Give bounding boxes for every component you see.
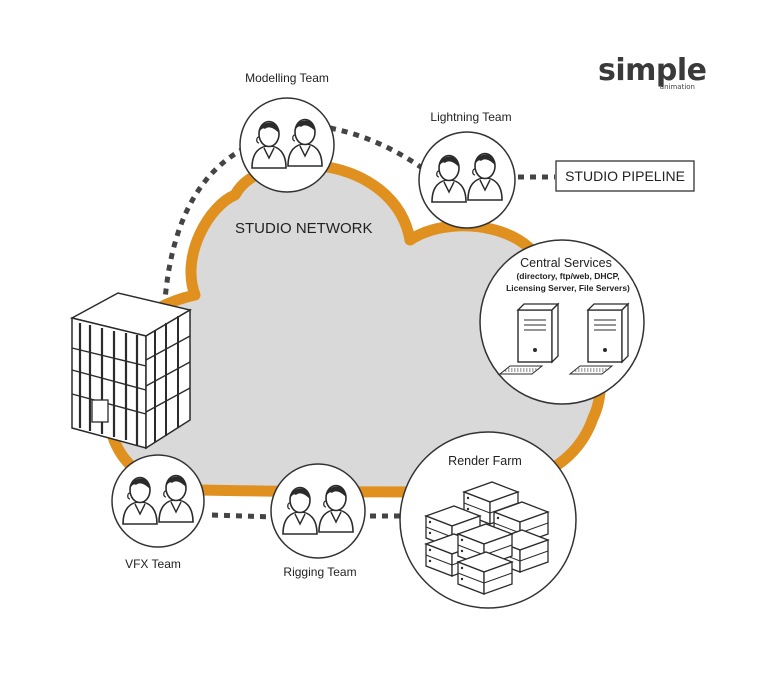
simple-animation-logo: simple animation (598, 53, 707, 91)
lightning-team-node (418, 131, 516, 229)
modelling-team-node (239, 97, 335, 193)
vfx-team-node (111, 454, 205, 548)
central-services-detail-line1: (directory, ftp/web, DHCP, (516, 271, 619, 281)
logo-wordmark: simple (598, 53, 707, 88)
lightning-team-label: Lightning Team (430, 110, 511, 124)
render-farm-node: Render Farm (399, 431, 577, 609)
server-tower-icon (587, 303, 629, 363)
central-services-title: Central Services (520, 256, 612, 270)
rigging-team-node (270, 463, 366, 559)
network-label: STUDIO NETWORK (235, 220, 373, 237)
office-building-icon (69, 292, 192, 450)
vfx-team-label: VFX Team (125, 557, 181, 571)
central-services-node: Central Services (directory, ftp/web, DH… (479, 239, 645, 405)
pipeline-label: STUDIO PIPELINE (565, 168, 685, 184)
render-farm-title: Render Farm (448, 454, 522, 468)
studio-pipeline-box: STUDIO PIPELINE (555, 160, 695, 192)
link-vfx-rigging (211, 512, 276, 520)
server-tower-icon (517, 303, 559, 363)
rigging-team-label: Rigging Team (283, 565, 356, 579)
modelling-team-label: Modelling Team (245, 71, 329, 85)
central-services-detail-line2: Licensing Server, File Servers) (506, 283, 630, 293)
link-modelling-lightning (329, 125, 427, 173)
logo-tagline: animation (660, 83, 695, 91)
